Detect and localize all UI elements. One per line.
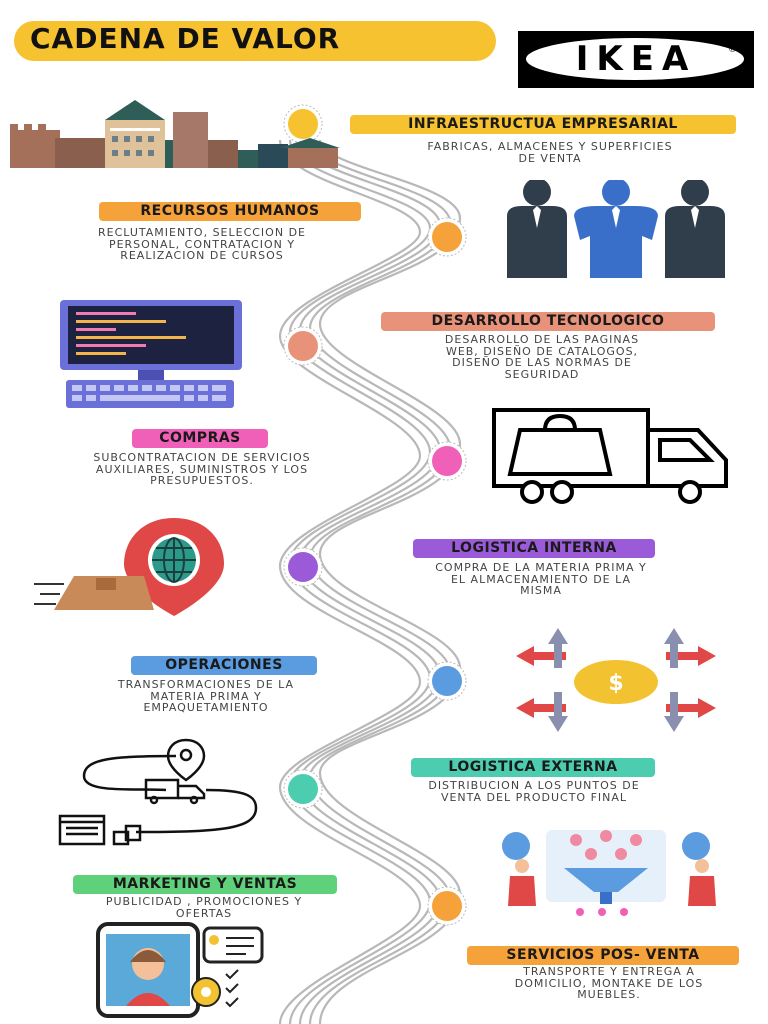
title-banner	[14, 21, 496, 61]
timeline-node-8	[427, 886, 467, 926]
desc-line: PRESUPUESTOS.	[150, 474, 254, 487]
delivery-route-icon	[58, 738, 258, 846]
step-label-marketing-ventas: MARKETING Y VENTAS	[73, 875, 337, 894]
desc-line: TRANSFORMACIONES DE LA	[117, 678, 295, 691]
desc-line: AUXILIARES, SUMINISTROS Y LOS	[95, 462, 309, 476]
desc-line: MUEBLES.	[577, 988, 641, 1001]
logo-registered-mark: ®	[728, 45, 737, 55]
step-label-operaciones: OPERACIONES	[131, 656, 317, 675]
timeline-node-4	[427, 441, 467, 481]
step-label-logistica-externa: LOGISTICA EXTERNA	[411, 758, 655, 777]
desc-line: EL ALMACENAMIENTO DE LA	[450, 572, 632, 586]
timeline-node-3	[283, 326, 323, 366]
desc-line: FABRICAS, ALMACENES Y SUPERFICIES	[427, 140, 673, 153]
desc-line: DESARROLLO DE LAS PAGINAS	[444, 333, 640, 346]
global-shipping-icon	[34, 518, 224, 616]
desc-line: MATERIA PRIMA Y	[150, 689, 262, 703]
desc-line: SUBCONTRATACION DE SERVICIOS	[93, 451, 311, 464]
step-label-servicios-pos-venta: SERVICIOS POS- VENTA	[467, 946, 739, 965]
desc-line: COMPRA DE LA MATERIA PRIMA Y	[435, 561, 647, 574]
step-label-logistica-interna: LOGISTICA INTERNA	[413, 539, 655, 558]
desc-line: DISEÑO DE LAS NORMAS DE	[452, 356, 632, 369]
svg-text:$: $	[608, 671, 623, 696]
logo-oval	[526, 38, 744, 80]
business-team-icon	[507, 180, 725, 278]
castle-icon	[10, 100, 340, 168]
desc-line: DISTRIBUCION A LOS PUNTOS DE	[428, 779, 640, 792]
desc-line: OFERTAS	[175, 906, 233, 920]
desc-line: MISMA	[520, 584, 562, 597]
desc-line: VENTA DEL PRODUCTO FINAL	[440, 790, 628, 804]
page-title: CADENA DE VALOR	[30, 22, 341, 55]
desc-line: SEGURIDAD	[504, 367, 580, 381]
money-flow-icon: $	[516, 628, 716, 732]
desc-line: WEB, DISEÑO DE CATALOGOS,	[445, 344, 639, 358]
desc-line: PERSONAL, CONTRATACION Y	[108, 237, 296, 251]
step-label-compras: COMPRAS	[132, 429, 268, 448]
computer-icon	[60, 300, 242, 408]
desc-line: DE VENTA	[518, 151, 582, 165]
timeline-node-5	[283, 547, 323, 587]
customer-support-icon	[96, 922, 264, 1018]
desc-line: DOMICILIO, MONTAKE DE LOS	[514, 976, 704, 990]
desc-line: PUBLICIDAD , PROMOCIONES Y	[105, 895, 303, 908]
step-label-recursos-humanos: RECURSOS HUMANOS	[99, 202, 361, 221]
delivery-truck-icon	[492, 408, 728, 504]
desc-line: EMPAQUETAMIENTO	[143, 701, 269, 714]
desc-line: TRANSPORTE Y ENTREGA A	[523, 965, 695, 978]
marketing-funnel-icon	[502, 830, 716, 916]
step-label-infraestructura: INFRAESTRUCTUA EMPRESARIAL	[350, 115, 736, 134]
timeline-node-2	[427, 217, 467, 257]
desc-line: RECLUTAMIENTO, SELECCION DE	[97, 226, 306, 239]
step-label-desarrollo-tecnologico: DESARROLLO TECNOLOGICO	[381, 312, 715, 331]
ikea-logo: IKEA ®	[518, 31, 754, 88]
desc-line: REALIZACION DE CURSOS	[120, 249, 284, 262]
timeline-node-7	[283, 769, 323, 809]
timeline-node-6	[427, 661, 467, 701]
logo-text: IKEA	[575, 39, 697, 79]
